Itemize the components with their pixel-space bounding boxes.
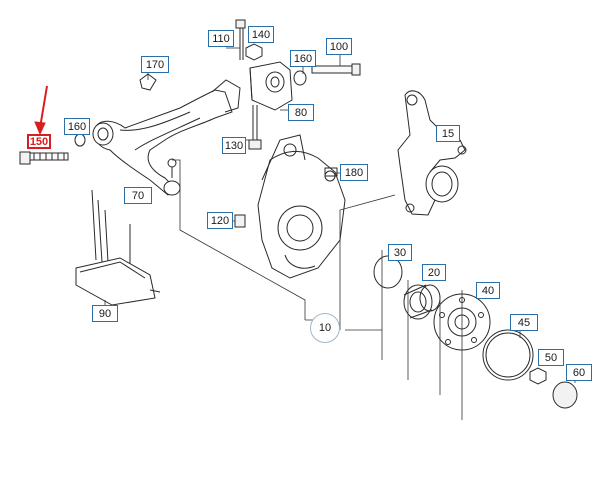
callout-130[interactable]: 130 <box>222 137 246 154</box>
callout-150-highlighted[interactable]: 150 <box>27 134 51 149</box>
callout-90[interactable]: 90 <box>92 305 118 322</box>
callout-160-left[interactable]: 160 <box>64 118 90 135</box>
wheel-carrier-10 <box>257 134 346 279</box>
callout-160-top[interactable]: 160 <box>290 50 316 67</box>
bolt-130 <box>248 105 262 150</box>
callout-40[interactable]: 40 <box>476 282 500 299</box>
sensor-120 <box>234 214 246 228</box>
clip-170 <box>139 73 157 91</box>
callout-60[interactable]: 60 <box>566 364 592 381</box>
callout-110[interactable]: 110 <box>208 30 234 47</box>
dust-shield-45 <box>482 329 534 381</box>
callout-80[interactable]: 80 <box>288 104 314 121</box>
callout-45[interactable]: 45 <box>510 314 538 331</box>
washer-160-top <box>293 70 307 86</box>
bushing-mount-80 <box>249 61 293 111</box>
hub-cap-60 <box>552 381 578 409</box>
bolt-150 <box>19 151 69 165</box>
axle-nut-50 <box>529 367 547 385</box>
nut-140 <box>245 43 263 61</box>
callout-170[interactable]: 170 <box>141 56 169 73</box>
bolt-110 <box>235 19 246 60</box>
callout-50[interactable]: 50 <box>538 349 564 366</box>
bolt-180 <box>324 167 338 177</box>
callout-10[interactable]: 10 <box>310 313 340 343</box>
callout-30[interactable]: 30 <box>388 244 412 261</box>
control-arm-70 <box>92 79 241 196</box>
callout-70[interactable]: 70 <box>124 187 152 204</box>
bolt-100 <box>311 63 361 76</box>
bracket-90 <box>75 189 161 306</box>
red-pointer-arrow <box>34 85 48 136</box>
wheel-bearing-20 <box>403 284 441 320</box>
steering-knuckle-15 <box>397 90 467 216</box>
callout-15[interactable]: 15 <box>436 125 460 142</box>
callout-180[interactable]: 180 <box>340 164 368 181</box>
callout-120[interactable]: 120 <box>207 212 233 229</box>
callout-100[interactable]: 100 <box>326 38 352 55</box>
callout-20[interactable]: 20 <box>422 264 446 281</box>
callout-140[interactable]: 140 <box>248 26 274 43</box>
